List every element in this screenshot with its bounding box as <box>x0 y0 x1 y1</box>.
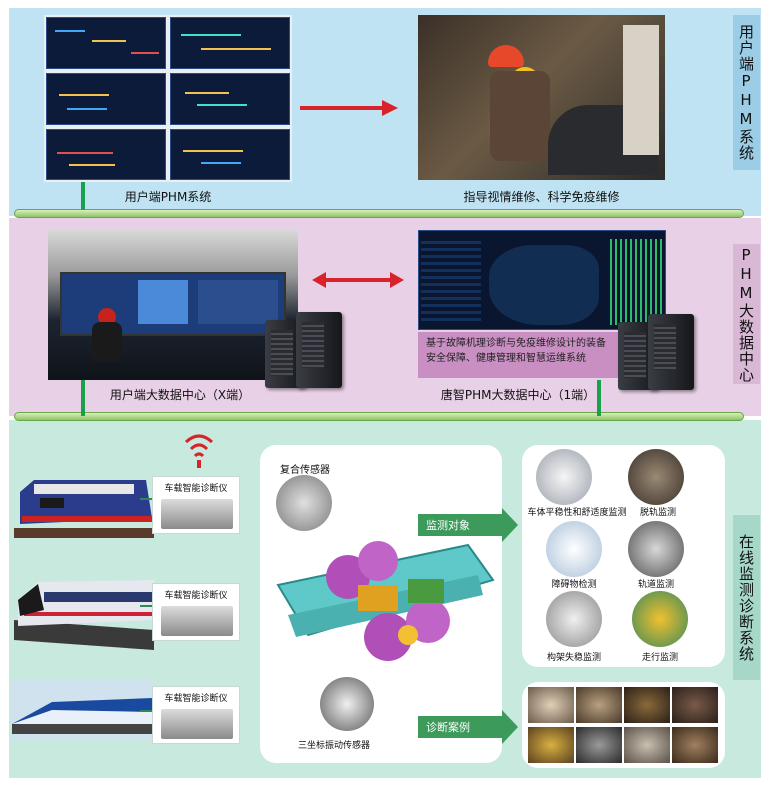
arrow-monitoring-targets: 监测对象 <box>418 508 518 542</box>
caption-user-phm: 用户端PHM系统 <box>124 190 212 204</box>
target-image-obstacle <box>546 521 602 577</box>
target-image-track <box>628 521 684 577</box>
side-label-big-data: PHM大数据中心 <box>733 244 760 384</box>
case-photo <box>528 687 574 723</box>
case-photo <box>624 727 670 763</box>
target-image-running-gear <box>632 591 688 647</box>
server-icon <box>296 312 342 388</box>
electric-locomotive-image <box>14 480 154 538</box>
label-composite-sensor: 复合传感器 <box>280 465 330 476</box>
onboard-diagnostic-device: 车载智能诊断仪 <box>152 476 240 534</box>
arrow-diagnosis-cases: 诊断案例 <box>418 710 518 744</box>
dashboard-screen <box>170 17 290 69</box>
big-data-dashboard <box>418 230 666 330</box>
wireless-signal-icon <box>184 434 214 468</box>
device-label: 车载智能诊断仪 <box>164 694 228 704</box>
monitoring-targets-panel: 车体平稳性和舒适度监测 脱轨监测 障碍物检测 轨道监测 构架失稳监测 走行监测 <box>522 445 725 667</box>
separator-bar-bottom <box>14 412 744 421</box>
diagnosis-cases-panel <box>522 682 725 768</box>
connector-line <box>81 182 85 210</box>
target-image-frame-instability <box>546 591 602 647</box>
target-label: 走行监测 <box>641 653 678 663</box>
separator-bar-top <box>14 209 744 218</box>
connector-line <box>81 380 85 416</box>
dashboard-screen <box>46 17 166 69</box>
red-double-arrow <box>312 272 404 288</box>
device-label: 车载智能诊断仪 <box>164 484 228 494</box>
metro-train-image <box>14 580 154 650</box>
target-label: 车体平稳性和舒适度监测 <box>527 508 627 518</box>
device-label: 车载智能诊断仪 <box>164 591 228 601</box>
label-triaxial-sensor: 三坐标振动传感器 <box>298 741 371 751</box>
target-label: 轨道监测 <box>637 580 674 590</box>
onboard-diagnostic-device: 车载智能诊断仪 <box>152 583 240 641</box>
case-photo <box>624 687 670 723</box>
composite-sensor-image <box>276 475 332 531</box>
onboard-diagnostic-device: 车载智能诊断仪 <box>152 686 240 744</box>
case-photo <box>576 727 622 763</box>
high-speed-train-image <box>12 680 152 740</box>
case-photo <box>672 727 718 763</box>
maintenance-workers-photo <box>418 15 665 180</box>
target-label: 脱轨监测 <box>639 508 676 518</box>
red-arrow-right <box>300 100 398 116</box>
caption-user-data-center: 用户端大数据中心（X端） <box>109 388 251 402</box>
caption-tangzhi-data-center: 唐智PHM大数据中心（1端） <box>440 388 596 402</box>
dashboard-screen <box>170 73 290 125</box>
case-photo <box>528 727 574 763</box>
caption-maintenance: 指导视情维修、科学免疫维修 <box>463 190 620 204</box>
target-image-ride-comfort <box>536 449 592 505</box>
bogie-sensor-panel: 复合传感器 三坐标振动传感器 <box>260 445 502 763</box>
control-room-photo <box>48 230 298 380</box>
target-image-derailment <box>628 449 684 505</box>
triaxial-sensor-image <box>320 677 374 731</box>
server-icon <box>648 314 694 390</box>
case-photo <box>576 687 622 723</box>
side-label-user-phm: 用户端PHM系统 <box>733 15 760 170</box>
target-label: 构架失稳监测 <box>546 653 601 663</box>
phm-dashboard-grid <box>44 15 292 182</box>
connector-line <box>597 380 601 416</box>
side-label-online-monitoring: 在线监测诊断系统 <box>733 515 760 680</box>
system-description: 基于故障机理诊断与免疫维修设计的装备安全保障、健康管理和智慧运维系统 <box>418 332 618 378</box>
dashboard-screen <box>46 129 166 180</box>
dashboard-screen <box>46 73 166 125</box>
dashboard-screen <box>170 129 290 180</box>
bogie-frame-image <box>276 541 495 661</box>
target-label: 障碍物检测 <box>551 580 597 590</box>
case-photo <box>672 687 718 723</box>
